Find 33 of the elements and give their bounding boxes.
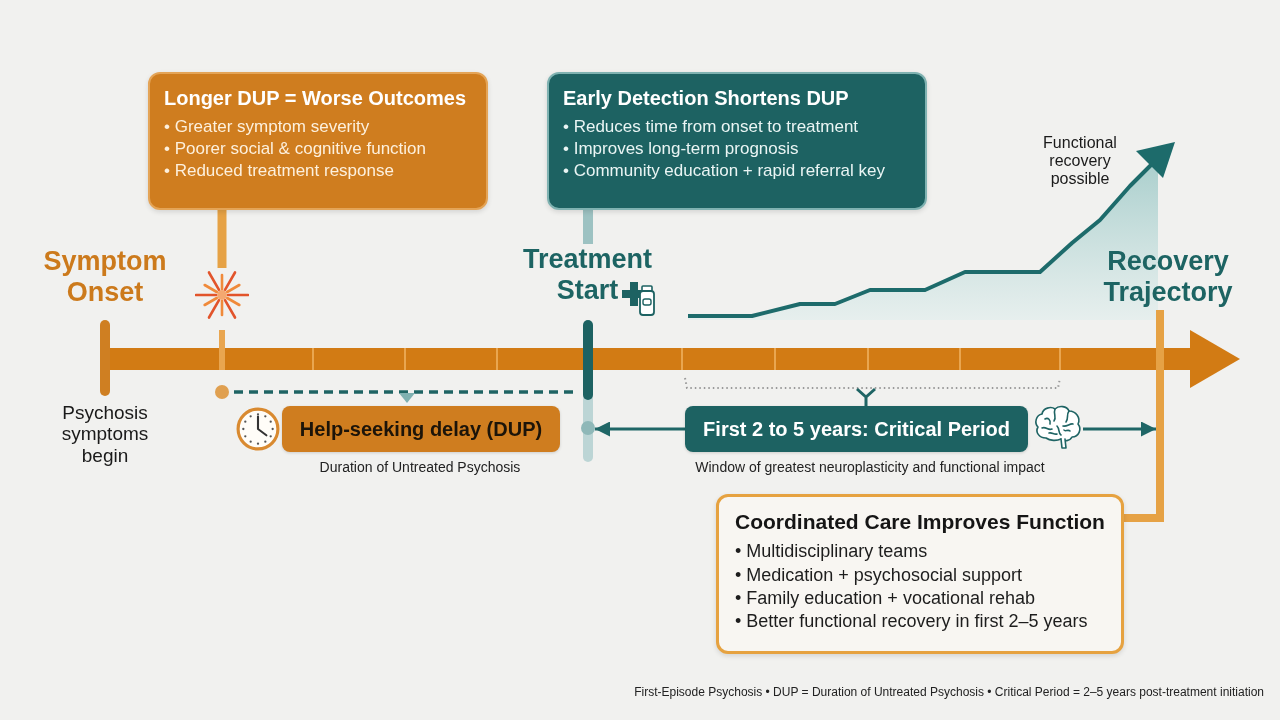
connector-line <box>217 210 227 268</box>
bullet-text: • Family education + vocational rehab <box>735 586 1036 610</box>
arrow <box>595 421 685 437</box>
phase-banner: Help-seeking delay (DUP) <box>282 406 560 452</box>
brain-icon <box>1033 404 1083 452</box>
phase-caption: Duration of Untreated Psychosis <box>318 458 522 477</box>
phase-banner: First 2 to 5 years: Critical Period <box>685 406 1028 452</box>
callout-box <box>148 72 488 210</box>
note-text: Functional recovery possible <box>1042 134 1118 188</box>
arrow <box>1083 421 1156 437</box>
starburst-icon <box>195 268 249 322</box>
bullet-text: • Better functional recovery in first 2–5 years <box>735 610 1089 634</box>
callout-heading: Coordinated Care Improves Function <box>735 509 1105 535</box>
bullet-text: • Multidisciplinary teams <box>735 540 929 564</box>
milestone-label: Treatment Start <box>515 244 660 308</box>
callout-box <box>547 72 927 210</box>
connector-line <box>583 210 593 244</box>
bullet-text: • Community education + rapid referral key <box>563 160 886 183</box>
bullet-text: • Reduced treatment response <box>164 160 395 183</box>
bullet-text: • Improves long-term prognosis <box>563 138 800 161</box>
bullet-text: • Reduces time from onset to treatment <box>563 116 860 138</box>
bullet-text: • Poorer social & cognitive function <box>164 138 428 161</box>
callout-box <box>716 494 1124 654</box>
timeline-marker <box>581 320 595 462</box>
callout-heading: Longer DUP = Worse Outcomes <box>164 86 468 110</box>
footnote-caption: First-Episode Psychosis • DUP = Duration of Untreated Psychosis • Critical Period = 2–5 years post-treatment initiation <box>634 685 1264 699</box>
milestone-label: Recovery Trajectory <box>1093 246 1243 310</box>
bullet-text: • Greater symptom severity <box>164 116 371 138</box>
note-text: Psychosis symptoms begin <box>60 402 150 466</box>
phase-caption: Window of greatest neuroplasticity and functional impact <box>694 458 1046 477</box>
callout-heading: Early Detection Shortens DUP <box>563 86 850 110</box>
bullet-text: • Medication + psychosocial support <box>735 563 1023 587</box>
milestone-label: Symptom Onset <box>42 246 168 309</box>
